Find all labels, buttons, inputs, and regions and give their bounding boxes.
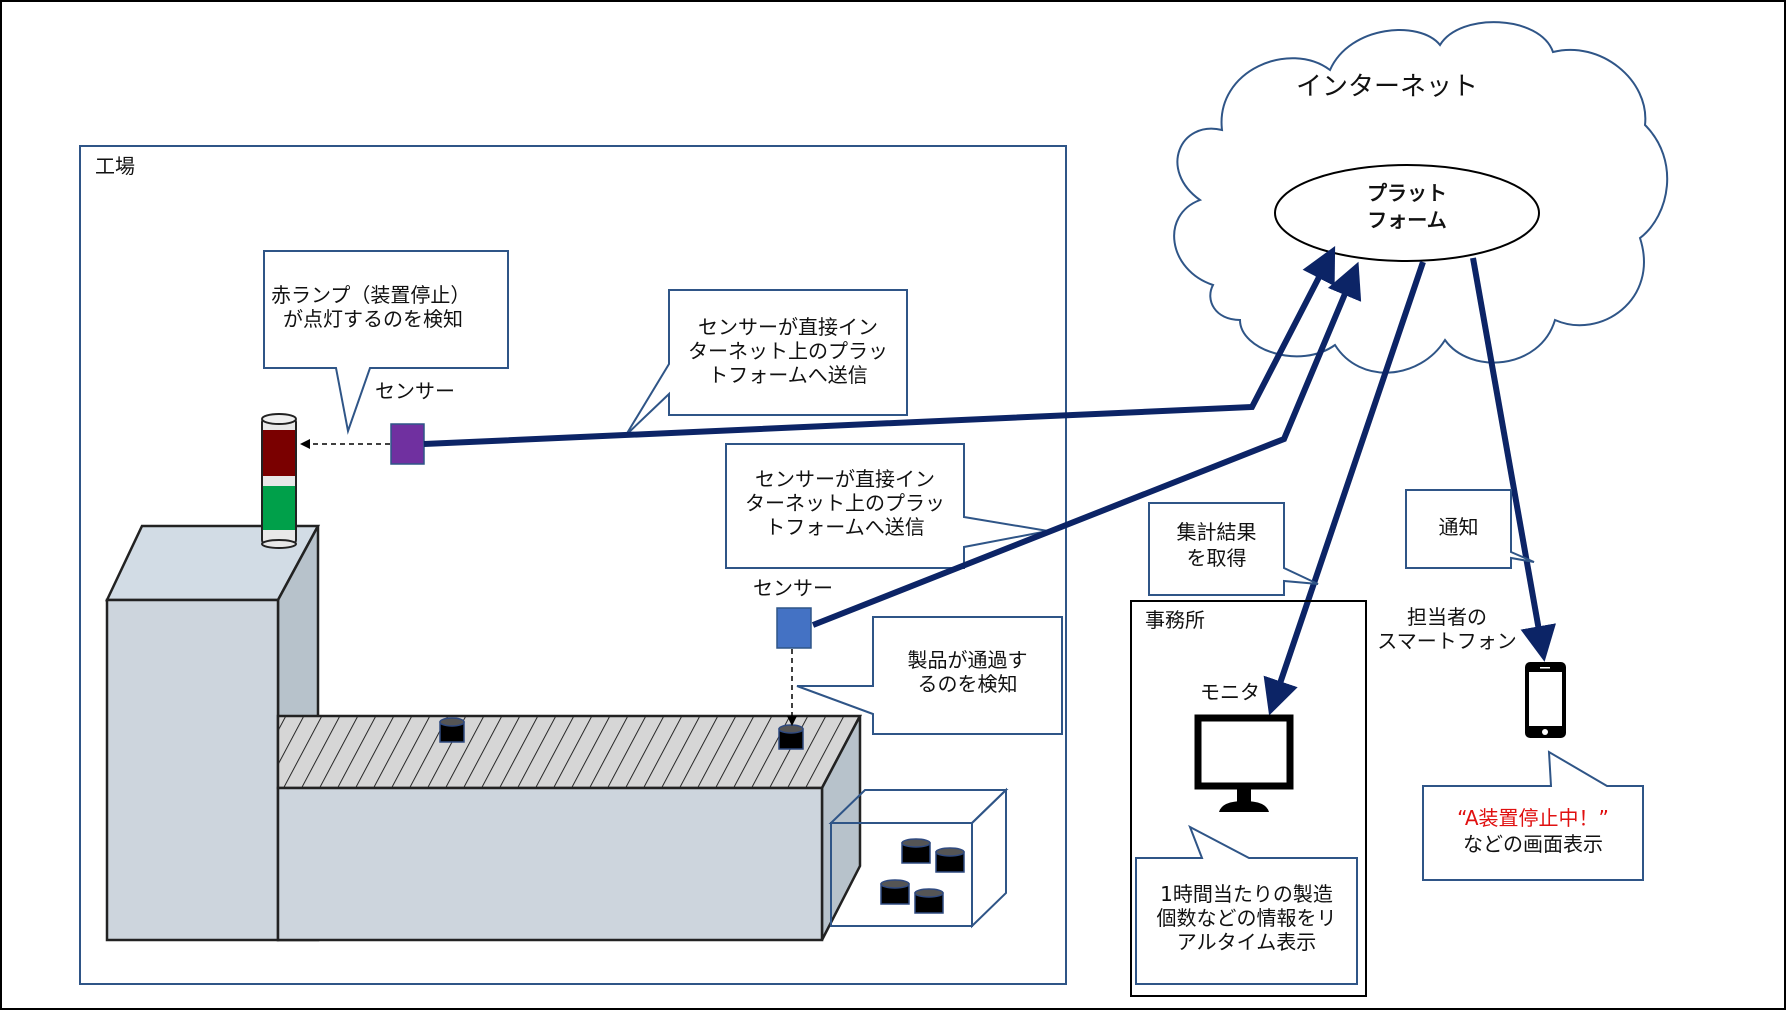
factory-title: 工場 <box>95 154 135 178</box>
product-callout-line2: るのを検知 <box>917 672 1018 696</box>
signal-tower-lamp <box>261 413 297 549</box>
sensor1-callout-shape <box>625 289 908 436</box>
lamp-callout-shape <box>263 250 509 435</box>
office-boundary <box>1130 600 1367 997</box>
lamp-callout-line2: が点灯するのを検知 <box>283 307 463 331</box>
notify-callout-shape <box>1405 489 1535 569</box>
office-title: 事務所 <box>1145 608 1205 632</box>
phone-label-line1: 担当者の <box>1407 605 1487 629</box>
internet-title: インターネット <box>1296 72 1479 102</box>
fetch-callout-line1: 集計結果 <box>1176 520 1257 544</box>
sensor1-label: センサー <box>375 379 455 403</box>
red-lamp <box>263 430 295 476</box>
sensor2-callout-line2: ターネット上のプラッ <box>745 491 945 515</box>
green-lamp <box>263 486 295 530</box>
sensor1-to-platform-arrow <box>423 246 1336 447</box>
lamp-callout-line1: 赤ランプ（装置停止） <box>271 283 471 307</box>
sensor1-callout-line1: センサーが直接イン <box>698 315 878 339</box>
platform-ellipse <box>1274 164 1540 262</box>
fetch-callout-shape <box>1148 502 1319 596</box>
sensor2-to-platform-arrow <box>811 261 1362 628</box>
fetch-callout-line2: を取得 <box>1186 546 1247 570</box>
platform-to-phone-arrow <box>1470 257 1557 662</box>
monitor-callout-line1: 1時間当たりの製造 <box>1160 882 1333 906</box>
product-callout-line1: 製品が通過す <box>907 648 1028 672</box>
alert-callout-shape <box>1422 750 1644 881</box>
sensor2-callout-line3: トフォームへ送信 <box>765 515 925 539</box>
notify-callout: 通知 <box>1438 515 1479 539</box>
sensor-lamp <box>390 423 425 465</box>
monitor-label: モニタ <box>1200 680 1260 704</box>
monitor-callout-shape <box>1135 824 1358 985</box>
factory-boundary <box>79 145 1067 985</box>
monitor-callout-line3: アルタイム表示 <box>1176 930 1317 954</box>
sensor2-label: センサー <box>753 576 833 600</box>
product-bin <box>828 787 1009 929</box>
sensor1-callout-line3: トフォームへ送信 <box>708 363 868 387</box>
phone-alert-text: “A装置停止中！” <box>1457 806 1609 830</box>
monitor-icon <box>1194 714 1294 812</box>
sensor2-callout-shape <box>725 443 1049 569</box>
sensor2-callout-line1: センサーが直接イン <box>755 467 935 491</box>
product-on-belt-2 <box>778 724 804 750</box>
platform-to-monitor-arrow <box>1263 261 1426 716</box>
conveyor <box>276 714 863 942</box>
platform-line2[interactable]: フォーム <box>1367 208 1447 232</box>
platform-line1[interactable]: プラット <box>1367 181 1447 205</box>
smartphone-icon <box>1525 662 1566 738</box>
phone-label-line2: スマートフォン <box>1377 629 1517 653</box>
phone-alert-sub: などの画面表示 <box>1463 832 1603 856</box>
product-on-belt-1 <box>439 717 465 743</box>
monitor-callout-line2: 個数などの情報をリ <box>1156 906 1337 930</box>
product-callout-shape <box>796 616 1063 735</box>
sensor1-callout-line2: ターネット上のプラッ <box>688 339 888 363</box>
sensor-product <box>776 607 812 649</box>
